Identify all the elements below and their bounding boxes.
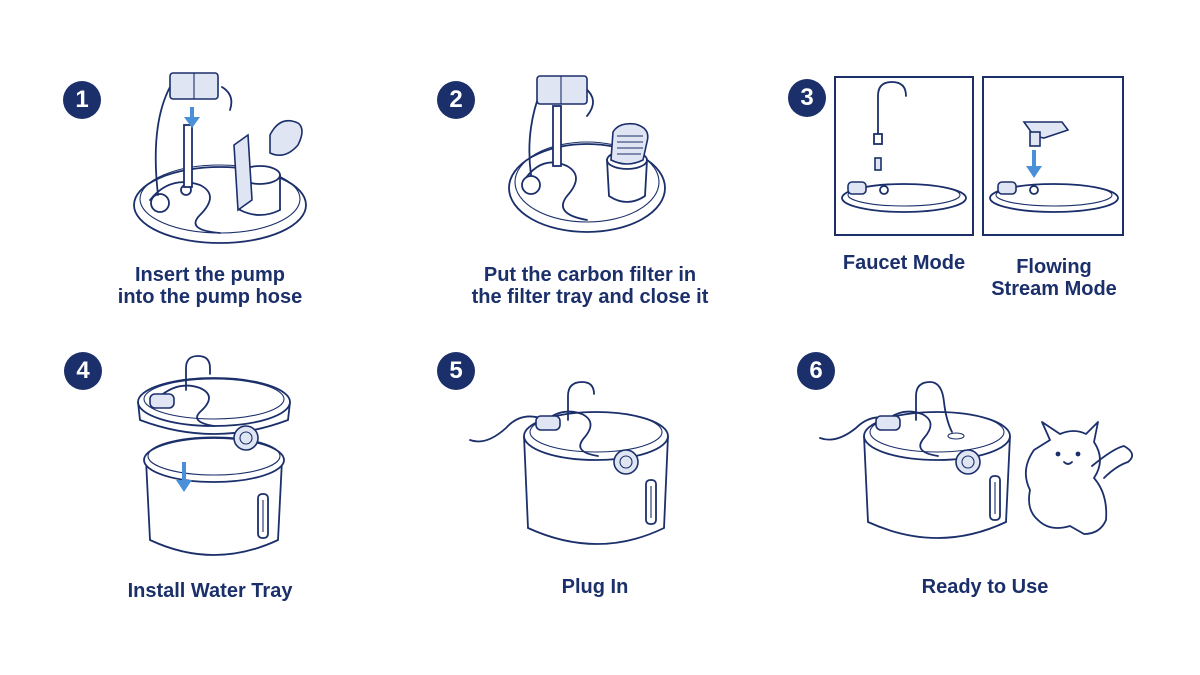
step-5-caption: Plug In [490,576,700,598]
flowing-stream-caption-line1: Flowing [1016,256,1092,278]
step-6-badge: 6 [797,352,835,390]
step-1-caption-line1: Insert the pump [134,264,285,286]
step-5-illustration [469,381,669,545]
step-4-illustration [137,355,291,556]
step-3-badge: 3 [788,79,826,117]
step-5-badge: 5 [437,352,475,390]
flowing-stream-illustration [989,121,1119,213]
step-6-caption-line1: Ready to Use [921,576,1049,598]
step-1-illustration [133,72,307,244]
step-6-caption: Ready to Use [880,576,1090,598]
flowing-stream-caption-line2: Stream Mode [991,278,1117,300]
step-2-caption: Put the carbon filter in the filter tray… [455,264,725,308]
step-6-illustration [819,381,1011,539]
step-1-caption-line2: into the pump hose [117,286,303,308]
step-2-badge: 2 [437,81,475,119]
flowing-stream-panel [982,76,1124,236]
faucet-mode-illustration [841,81,967,213]
faucet-mode-panel [834,76,974,236]
step-4-badge: 4 [64,352,102,390]
step-5-caption-line1: Plug In [561,576,629,598]
step-2-illustration [508,75,666,233]
step-2-caption-line1: Put the carbon filter in [483,264,697,286]
step-4-caption: Install Water Tray [100,580,320,602]
faucet-mode-caption: Faucet Mode [824,252,984,274]
cat-icon [1024,421,1134,535]
step-2-caption-line2: the filter tray and close it [471,286,709,308]
step-1-badge: 1 [63,81,101,119]
flowing-stream-caption: Flowing Stream Mode [974,256,1134,300]
step-1-caption: Insert the pump into the pump hose [100,264,320,308]
faucet-mode-caption-line1: Faucet Mode [842,252,966,274]
step-4-caption-line1: Install Water Tray [127,580,293,602]
